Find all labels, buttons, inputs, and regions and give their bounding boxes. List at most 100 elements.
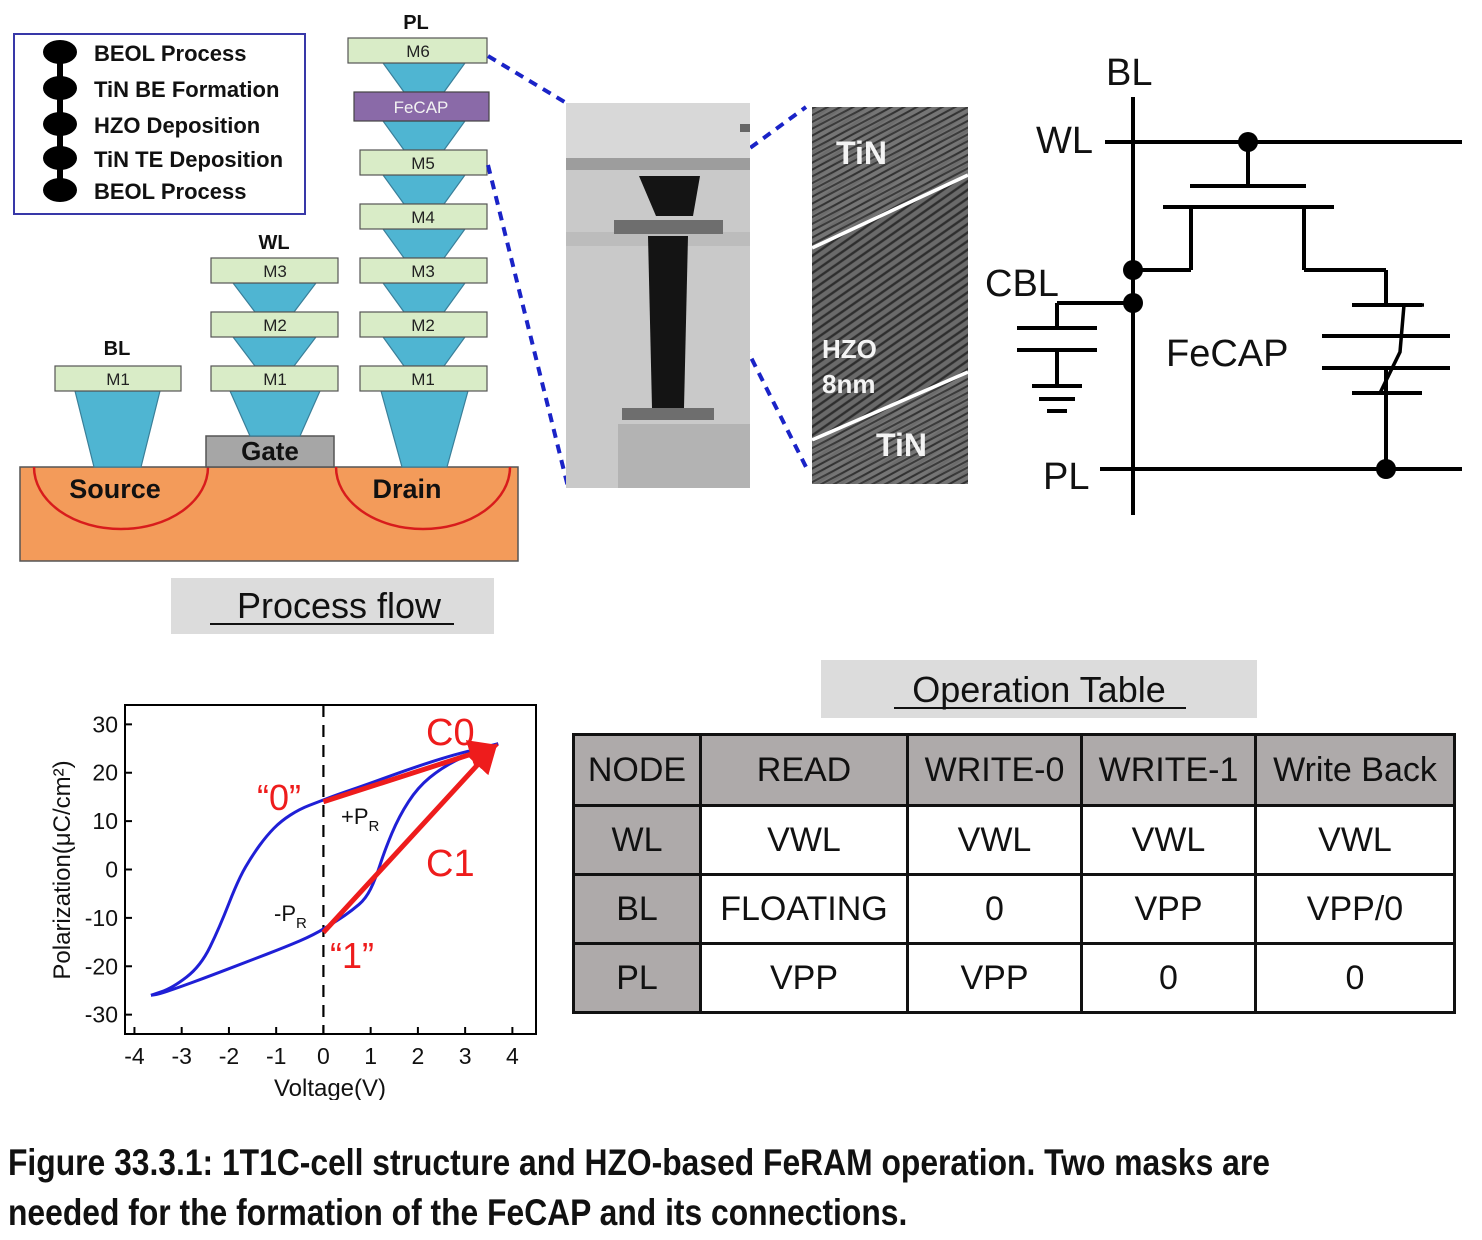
legend-step-4: TiN TE Deposition [94, 147, 283, 172]
header-read: READ [699, 733, 909, 807]
bl-contact-stack: M1 BL [54, 338, 182, 468]
wl-contact-stack: M1 M2 M3 WL [210, 232, 339, 437]
y-tick-label: -30 [85, 1002, 118, 1028]
y-axis-label: Polarization(μC/cm²) [49, 760, 76, 979]
read-arrows [321, 740, 499, 935]
pl-contact-stack: M1 M2 M3 M4 M5 FeCAP M6 PL [347, 12, 490, 468]
table-row: BL FLOATING 0 VPP VPP/0 [572, 873, 1456, 945]
cell-write-1: VWL [1080, 804, 1257, 876]
pl-m5-label: M5 [411, 154, 435, 173]
process-flow-title: Process flow [237, 585, 442, 626]
caption-line-1: Figure 33.3.1: 1T1C-cell structure and H… [8, 1142, 1270, 1183]
operation-table-title-box: Operation Table [821, 660, 1257, 718]
chart-annotations: C0 C1 “0” “1” +PR -PR [257, 712, 475, 976]
device-cross-section: Source Drain Gate M1 BL M1 M2 M3 WL [19, 12, 519, 562]
cell-write-1: 0 [1080, 942, 1257, 1014]
y-tick-label: 20 [92, 760, 118, 786]
pl-m6-label: M6 [406, 42, 430, 61]
drain-label: Drain [372, 474, 441, 504]
header-write-1: WRITE-1 [1080, 733, 1257, 807]
tem-hzo-label: HZO [822, 334, 877, 364]
bl-stack-label: BL [104, 338, 131, 360]
arrow-c0 [322, 740, 499, 805]
row-node: PL [572, 942, 702, 1014]
tem-bottom-electrode-label: TiN [876, 427, 927, 463]
pl-stack-label: PL [403, 12, 429, 34]
loop-series [150, 742, 499, 997]
caption-line-2: needed for the formation of the FeCAP an… [8, 1192, 908, 1233]
operation-table-title: Operation Table [912, 669, 1166, 710]
cell-write-0: 0 [906, 873, 1083, 945]
y-tick-label: 10 [92, 808, 118, 834]
schematic-wl-label: WL [1036, 120, 1093, 162]
x-tick-label: -2 [219, 1043, 239, 1069]
cell-read: VPP [699, 942, 909, 1014]
row-node: WL [572, 804, 702, 876]
annotation-minus-pr: -PR [274, 901, 307, 932]
cell-write-back: VWL [1254, 804, 1456, 876]
cell-read: FLOATING [699, 873, 909, 945]
annotation-state-1: “1” [330, 935, 374, 976]
cell-write-back: VPP/0 [1254, 873, 1456, 945]
y-tick-label: 30 [92, 711, 118, 737]
tem-cross-section-image [566, 103, 750, 488]
header-write-0: WRITE-0 [906, 733, 1083, 807]
process-legend: BEOL Process TiN BE Formation HZO Deposi… [13, 33, 306, 215]
bl-m1-label: M1 [106, 370, 130, 389]
annotation-state-0: “0” [257, 777, 301, 818]
substrate [19, 466, 519, 562]
pl-m1-label: M1 [411, 370, 435, 389]
legend-step-1: BEOL Process [94, 41, 246, 66]
row-node: BL [572, 873, 702, 945]
cell-write-back: 0 [1254, 942, 1456, 1014]
pl-fecap-label: FeCAP [394, 98, 449, 117]
x-axis-label: Voltage(V) [274, 1075, 386, 1100]
x-tick-label: -3 [171, 1043, 191, 1069]
schematic-bl-label: BL [1106, 52, 1152, 94]
schematic-junctions [1123, 132, 1396, 479]
fecap-layer [353, 91, 490, 122]
gate-label: Gate [241, 436, 299, 466]
tem-top-electrode-label: TiN [836, 135, 887, 171]
annotation-c0: C0 [426, 712, 475, 754]
cell-write-0: VWL [906, 804, 1083, 876]
cell-read: VWL [699, 804, 909, 876]
table-row: PL VPP VPP 0 0 [572, 942, 1456, 1014]
x-tick-label: 4 [506, 1043, 519, 1069]
pl-m2-label: M2 [411, 316, 435, 335]
figure-canvas: BEOL Process TiN BE Formation HZO Deposi… [13, 12, 1462, 1100]
axis-ticks [125, 723, 514, 1034]
schematic-pl-label: PL [1043, 456, 1089, 498]
legend-step-3: HZO Deposition [94, 113, 260, 138]
legend-step-2: TiN BE Formation [94, 77, 279, 102]
wl-m3-label: M3 [263, 262, 287, 281]
annotation-plus-pr: +PR [341, 804, 380, 835]
loop-branch-2 [150, 742, 499, 997]
wl-stack-label: WL [258, 232, 289, 254]
schematic-fecap-label: FeCAP [1166, 333, 1288, 375]
fecap-hysteresis-symbol [1360, 303, 1424, 395]
y-tick-label: -20 [85, 953, 118, 979]
cell-write-1: VPP [1080, 873, 1257, 945]
x-tick-label: -4 [124, 1043, 145, 1069]
wl-m2-label: M2 [263, 316, 287, 335]
arrow-c1 [321, 743, 498, 935]
hrtem-stack-image: TiN HZO 8nm TiN [811, 107, 969, 484]
y-tick-label: -10 [85, 905, 118, 931]
x-tick-label: 0 [317, 1043, 330, 1069]
tem-thickness-label: 8nm [822, 369, 875, 399]
process-flow-title-box: Process flow [171, 578, 494, 634]
schematic-cbl-label: CBL [985, 263, 1059, 305]
figure-caption: Figure 33.3.1: 1T1C-cell structure and H… [8, 1138, 1270, 1238]
pl-m3-label: M3 [411, 262, 435, 281]
y-tick-label: 0 [105, 857, 118, 883]
wl-m1-label: M1 [263, 370, 287, 389]
header-write-back: Write Back [1254, 733, 1456, 807]
annotation-c1: C1 [426, 843, 475, 885]
x-tick-label: 2 [411, 1043, 424, 1069]
operation-table: NODE READ WRITE-0 WRITE-1 Write Back WL … [572, 733, 1456, 1014]
legend-step-5: BEOL Process [94, 179, 246, 204]
pl-m4-label: M4 [411, 208, 435, 227]
